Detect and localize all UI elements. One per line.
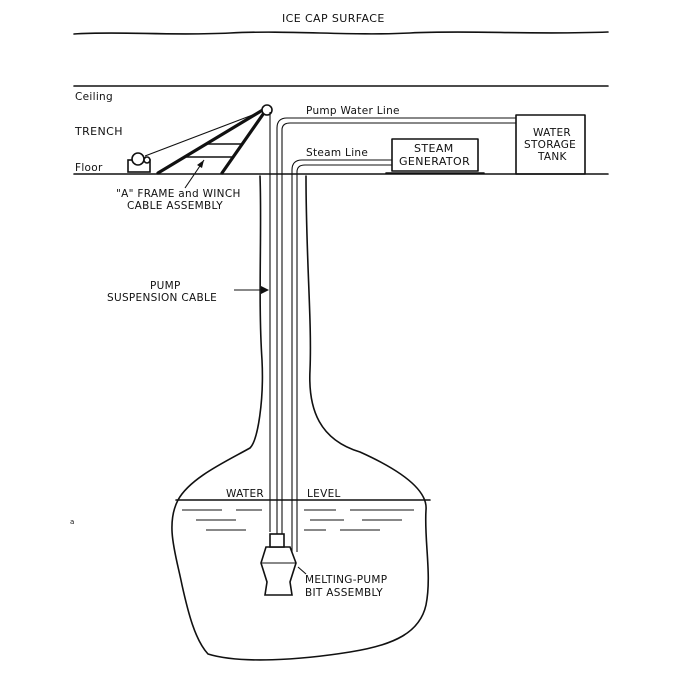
pump-water-line (276, 117, 516, 540)
water-level-label-right: LEVEL (307, 488, 341, 500)
pump-water-line-label: Pump Water Line (306, 105, 400, 117)
pump-cable-label-2: SUSPENSION CABLE (107, 292, 217, 304)
a-frame-leg-long (156, 106, 268, 175)
trench-label: TRENCH (74, 125, 123, 138)
steam-line (291, 159, 392, 552)
water-ripples (182, 509, 414, 531)
steam-generator-label-1: STEAM (414, 142, 454, 155)
stray-mark: a (70, 518, 74, 526)
steam-line-inner (296, 164, 392, 552)
pump-water-line-inner (281, 122, 516, 540)
a-frame-leg-short (220, 108, 268, 175)
water-storage-tank-label-3: TANK (537, 151, 568, 163)
winch-cable (144, 110, 264, 157)
steam-generator-body (391, 138, 479, 172)
water-storage-tank: WATER STORAGE TANK (515, 114, 586, 175)
steam-generator: STEAM GENERATOR (385, 138, 485, 174)
a-frame-pointer-head (197, 160, 204, 168)
melting-pump-label-1: MELTING-PUMP (305, 574, 387, 586)
pump-bit-pointer (297, 566, 307, 575)
steam-generator-label-2: GENERATOR (399, 155, 470, 168)
ice-cap-surface-label: ICE CAP SURFACE (282, 12, 385, 25)
a-frame-label-2: CABLE ASSEMBLY (127, 200, 223, 212)
water-storage-tank-label-2: STORAGE (524, 139, 576, 151)
melting-pump-bit-assembly (260, 533, 307, 596)
pump-bit-coupling (269, 533, 285, 548)
floor-label: Floor (75, 162, 103, 174)
ceiling-label: Ceiling (75, 91, 113, 103)
well-shaft-and-cavity (171, 175, 430, 661)
water-storage-tank-label-1: WATER (533, 127, 571, 139)
pump-cable-label-1: PUMP (150, 280, 181, 292)
a-frame-label-1: "A" FRAME and WINCH (116, 188, 241, 200)
water-storage-tank-body (515, 114, 586, 175)
water-level-label-left: WATER (226, 488, 264, 500)
winch-drum (131, 152, 145, 166)
a-frame-winch-assembly (127, 104, 273, 189)
winch-hub (143, 156, 151, 164)
pump-cable-pointer-head (261, 286, 269, 294)
ice-cap-surface-line (73, 31, 609, 35)
steam-line-label: Steam Line (306, 147, 368, 159)
pump-bit-body (260, 546, 297, 596)
melting-pump-label-2: BIT ASSEMBLY (305, 587, 383, 599)
